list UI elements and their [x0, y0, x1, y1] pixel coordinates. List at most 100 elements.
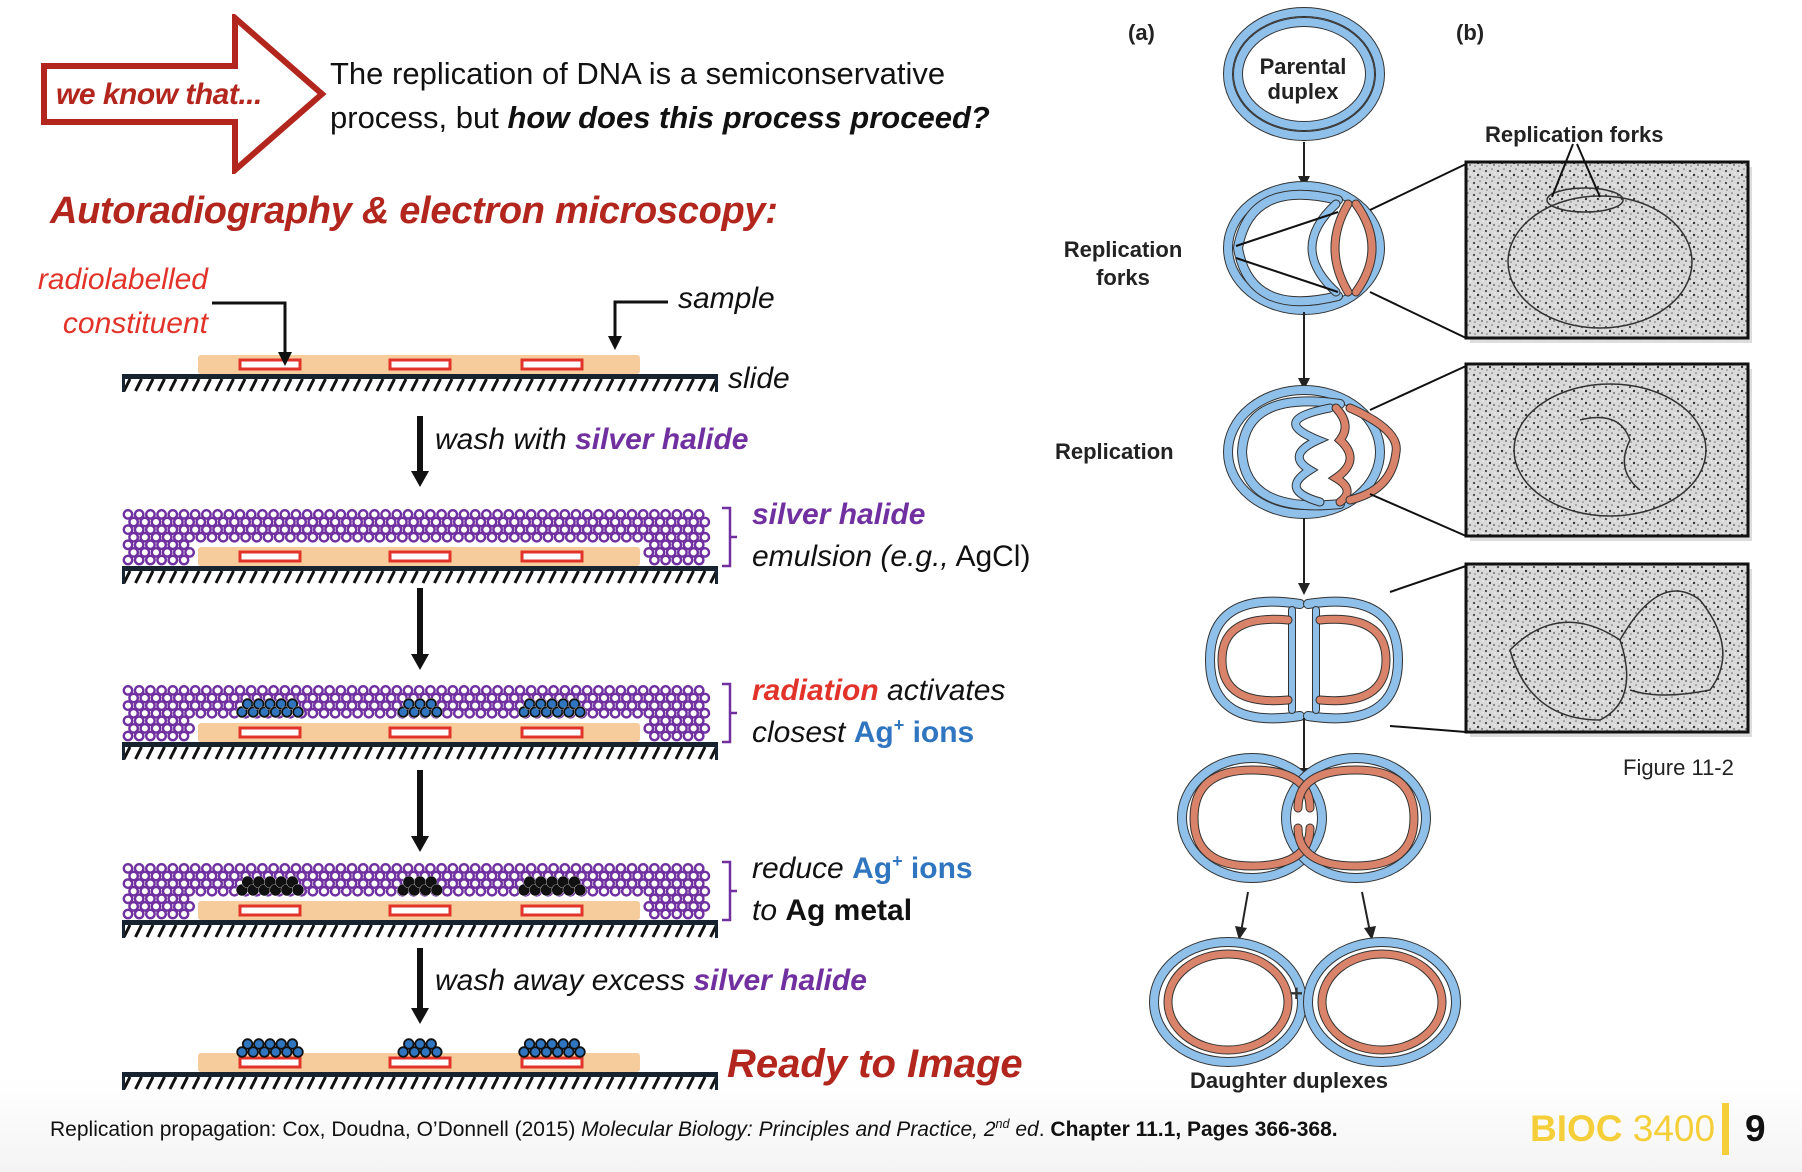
silver-halide-grain: [122, 730, 134, 742]
silver-halide-grain: [128, 870, 140, 882]
silver-halide-grain: [458, 700, 470, 711]
silver-halide-grain: [290, 509, 302, 520]
silver-halide-grain: [671, 715, 683, 727]
slide-edge: [122, 742, 125, 760]
silver-halide-grain: [615, 863, 627, 874]
silver-halide-grain: [290, 863, 302, 874]
hatch-mark: [582, 746, 592, 760]
hatch-mark: [686, 924, 695, 938]
hatch-mark: [387, 924, 396, 938]
silver-halide-grain: [178, 730, 190, 742]
hatch-mark: [651, 570, 661, 584]
hatch-mark: [421, 746, 431, 760]
plus-sign: +: [1290, 981, 1303, 1006]
silver-halide-grain: [212, 700, 224, 711]
silver-halide-grain: [380, 685, 391, 696]
silver-halide-grain: [195, 531, 207, 543]
hatch-mark: [387, 570, 396, 584]
silver-halide-grain: [671, 700, 683, 711]
silver-halide-grain: [598, 692, 610, 704]
silver-halide-grain: [340, 516, 352, 528]
silver-halide-grain: [699, 692, 711, 704]
silver-halide-grain: [424, 685, 436, 696]
hatch-mark: [329, 378, 339, 392]
radiolabel-band: [388, 904, 452, 917]
silver-halide-grain: [262, 531, 274, 543]
reduce-word: reduce: [752, 852, 853, 885]
hatch-mark: [640, 746, 649, 760]
section-title: Autoradiography & electron microscopy:: [50, 190, 778, 232]
reduce-line-1: reduce Ag+ ions: [752, 848, 973, 890]
hatch-mark: [605, 1076, 615, 1090]
silver-halide-grain: [654, 723, 666, 734]
silver-halide-grain: [604, 863, 615, 874]
parental-outer-strand: [1224, 8, 1384, 140]
hatch-mark: [686, 570, 695, 584]
hatch-mark: [640, 1076, 649, 1090]
hatch-mark: [410, 924, 419, 938]
silver-halide-grain: [312, 509, 324, 520]
silver-halide-grain: [352, 707, 363, 719]
hatch-mark: [157, 746, 166, 760]
hatch-mark: [571, 1076, 580, 1090]
silver-halide-grain: [296, 531, 307, 543]
silver-halide-grain: [312, 685, 324, 696]
hatch-mark: [594, 746, 603, 760]
silver-halide-grain: [419, 531, 431, 543]
silver-halide-grain: [649, 715, 660, 727]
silver-halide-grain: [172, 692, 184, 704]
hatch-mark: [180, 378, 189, 392]
silver-halide-grain: [307, 531, 319, 543]
silver-halide-grain: [268, 685, 279, 696]
flow-arrow-head: [1298, 583, 1310, 595]
ag-metal-grain: [269, 1046, 282, 1058]
slide-edge: [122, 1072, 125, 1090]
ag-symbol: Ag: [853, 716, 894, 749]
silver-halide-grain: [480, 524, 492, 535]
silver-halide-grain: [699, 885, 711, 897]
hatch-mark: [651, 378, 661, 392]
activated-grain: [286, 698, 299, 710]
silver-halide-grain: [688, 516, 699, 528]
silver-halide-grain: [565, 531, 576, 543]
silver-halide-grain: [172, 547, 184, 558]
silver-halide-grain: [212, 509, 224, 520]
sample-pointer: [613, 300, 668, 340]
process-arrow-head: [411, 1008, 429, 1024]
em-zoom-lines-1: [1369, 163, 1467, 339]
silver-halide-grain: [189, 524, 201, 535]
hatch-mark: [272, 570, 281, 584]
ag-metal-grain: [286, 1038, 299, 1050]
silver-halide-grain: [665, 531, 677, 543]
slide-edge: [715, 374, 718, 392]
silver-halide-grain: [654, 547, 666, 558]
silver-halide-grain: [195, 870, 207, 882]
silver-halide-grain: [475, 885, 487, 897]
silver-halide-grain: [503, 700, 515, 711]
silver-halide-grain: [184, 901, 196, 912]
silver-halide-grain: [268, 509, 279, 520]
silver-halide-grain: [520, 531, 531, 543]
silver-halide-grain: [290, 685, 302, 696]
silver-halide-grain: [548, 685, 559, 696]
silver-halide-grain: [212, 878, 224, 889]
hatch-mark: [352, 746, 362, 760]
activated-grain: [551, 706, 564, 718]
hatch-mark: [640, 570, 649, 584]
silver-halide-grain: [413, 524, 425, 535]
silver-halide-grain: [665, 723, 677, 734]
hatch-mark: [559, 378, 569, 392]
replication-new-arc: [1346, 404, 1400, 504]
silver-halide-grain: [301, 700, 313, 711]
hatch-mark: [663, 924, 672, 938]
silver-halide-grain: [402, 509, 414, 520]
hatch-mark: [410, 746, 419, 760]
ag-metal-text: Ag metal: [785, 894, 913, 927]
silver-halide-grain: [184, 723, 196, 734]
sample-label: sample: [678, 282, 775, 315]
daughter-right-parental: [1304, 938, 1460, 1066]
radiolabel-band: [388, 1056, 452, 1069]
silver-halide-grain: [391, 685, 403, 696]
silver-halide-grain: [475, 531, 487, 543]
silver-halide-grain: [128, 692, 140, 704]
